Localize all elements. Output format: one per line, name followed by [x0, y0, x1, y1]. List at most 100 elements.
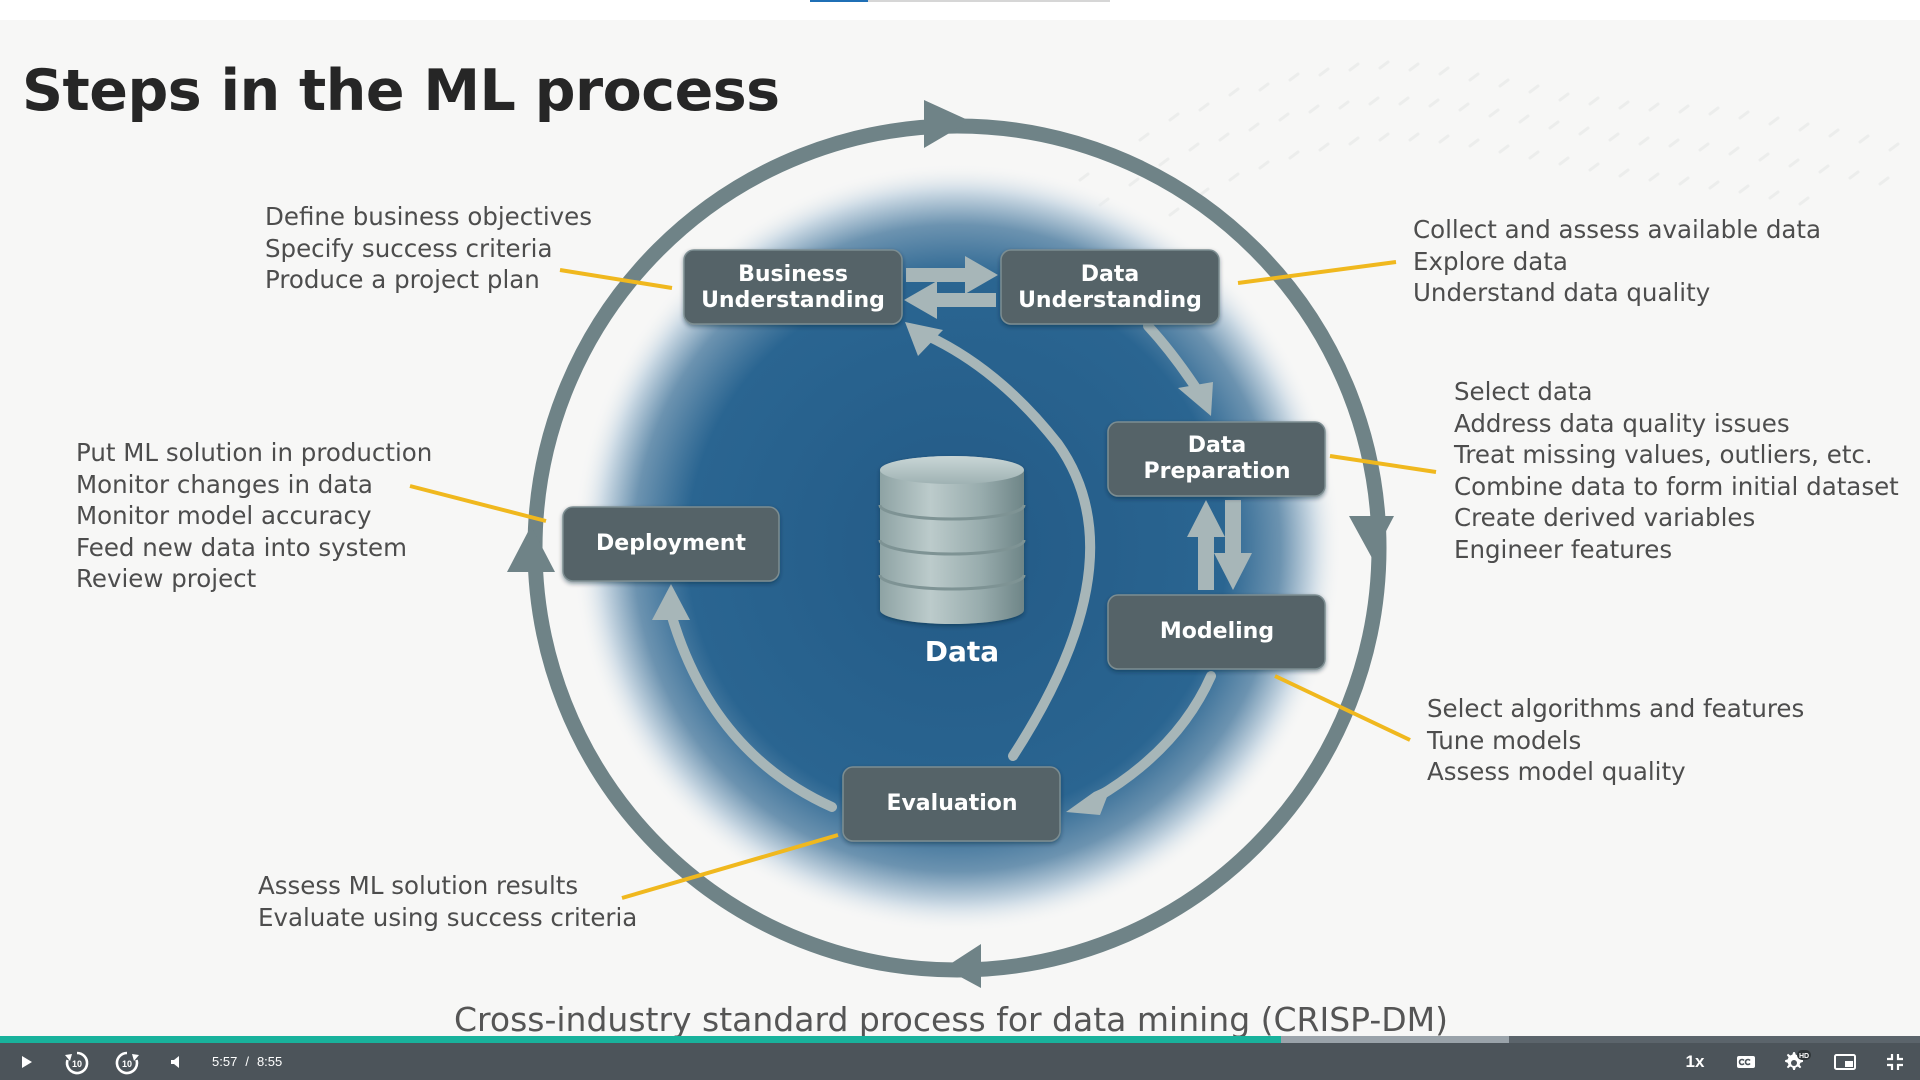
- exit-fullscreen-icon: [1887, 1053, 1903, 1070]
- note-line: Combine data to form initial dataset: [1454, 471, 1899, 501]
- note-line: Put ML solution in production: [76, 438, 433, 467]
- phase-label-line-1: Data: [1188, 433, 1246, 458]
- note-line: Feed new data into system: [76, 532, 407, 562]
- picture-in-picture-icon: [1834, 1053, 1856, 1070]
- phase-label-line-2: Preparation: [1143, 459, 1290, 484]
- captions-icon: [1737, 1055, 1755, 1068]
- phase-label: Modeling: [1160, 619, 1274, 644]
- note-line: Produce a project plan: [265, 265, 540, 294]
- ring-arrowhead-left: [507, 526, 555, 572]
- crisp-dm-diagram: Data Business Understanding Data Underst…: [409, 60, 1900, 988]
- ring-arrowhead-top: [924, 100, 970, 148]
- notes-deployment: Put ML solution in production Monitor ch…: [76, 437, 432, 595]
- phase-evaluation: Evaluation: [842, 766, 1061, 842]
- skip-forward-seconds: 10: [122, 1059, 132, 1069]
- note-line: Understand data quality: [1413, 278, 1711, 307]
- center-data-label: Data: [925, 635, 999, 668]
- notes-modeling: Select algorithms and features Tune mode…: [1427, 693, 1804, 788]
- time-display: 5:57 / 8:55: [212, 1043, 282, 1080]
- flow-arrows: [904, 256, 1252, 590]
- play-button[interactable]: [10, 1043, 42, 1080]
- phase-label-line-1: Data: [1081, 262, 1139, 287]
- hd-badge: HD: [1799, 1053, 1809, 1060]
- note-line: Specify success criteria: [265, 233, 553, 263]
- note-line: Define business objectives: [265, 202, 592, 231]
- note-line: Assess ML solution results: [258, 871, 579, 900]
- playback-speed-button[interactable]: 1x: [1685, 1051, 1705, 1071]
- ring-arrowhead-bottom: [944, 944, 981, 988]
- note-line: Monitor model accuracy: [76, 501, 372, 530]
- current-time: 5:57: [212, 1054, 238, 1069]
- phase-data-preparation: Data Preparation: [1107, 421, 1326, 497]
- phase-label: Deployment: [596, 531, 746, 556]
- player-controls: 10 10 5:57 / 8:55 1x HD: [0, 1043, 1920, 1080]
- exit-fullscreen-button[interactable]: [1878, 1043, 1912, 1080]
- phase-business-understanding: Business Understanding: [683, 249, 903, 325]
- arrowhead-eval-to-bu: [905, 322, 943, 356]
- note-line: Assess model quality: [1427, 757, 1686, 786]
- duration: 8:55: [256, 1054, 283, 1069]
- note-line: Create derived variables: [1454, 503, 1756, 532]
- skip-back-seconds: 10: [72, 1059, 82, 1069]
- volume-button[interactable]: [162, 1043, 190, 1080]
- phase-label: Evaluation: [886, 791, 1017, 816]
- callout-business: [559, 268, 673, 290]
- forward-10-button[interactable]: 10: [110, 1043, 144, 1080]
- notes-business-understanding: Define business objectives Specify succe…: [265, 201, 592, 296]
- play-icon: [22, 1055, 32, 1068]
- callout-modeling: [1274, 674, 1411, 742]
- slide-title: Steps in the ML process: [22, 58, 780, 124]
- slide: Steps in the ML process: [0, 0, 1920, 1036]
- note-line: Address data quality issues: [1454, 408, 1790, 438]
- notes-evaluation: Assess ML solution results Evaluate usin…: [258, 870, 637, 933]
- arrow-eval-to-deploy: [665, 605, 837, 812]
- time-separator: /: [245, 1054, 249, 1069]
- arrow-bu-to-du: [906, 256, 998, 294]
- note-line: Select algorithms and features: [1427, 694, 1805, 723]
- arrow-du-to-prep: [1143, 321, 1201, 393]
- phase-modeling: Modeling: [1107, 594, 1326, 670]
- phase-data-understanding: Data Understanding: [1000, 249, 1220, 325]
- notes-data-preparation: Select data Address data quality issues …: [1454, 376, 1899, 565]
- phase-label-line-1: Business: [738, 262, 848, 287]
- decorative-texture: [1078, 60, 1900, 217]
- progress-bar[interactable]: [0, 1036, 1920, 1043]
- picture-in-picture-button[interactable]: [1828, 1043, 1862, 1080]
- ring-arrowhead-right: [1349, 516, 1394, 558]
- callout-data-understanding: [1237, 260, 1397, 285]
- note-line: Monitor changes in data: [76, 469, 373, 499]
- top-strip: [0, 0, 1920, 20]
- note-line: Engineer features: [1454, 534, 1673, 564]
- phase-deployment: Deployment: [562, 506, 780, 582]
- rewind-10-icon: 10: [65, 1051, 89, 1074]
- note-line: Review project: [76, 564, 257, 593]
- arrow-modeling-to-eval: [1091, 671, 1216, 803]
- top-tab-indicator: [810, 0, 1110, 2]
- note-line: Tune models: [1427, 725, 1582, 755]
- note-line: Select data: [1454, 377, 1593, 406]
- note-line: Evaluate using success criteria: [258, 902, 638, 932]
- callout-deployment: [409, 484, 547, 523]
- arrowhead-du-to-prep: [1178, 382, 1213, 416]
- callout-data-preparation: [1329, 454, 1437, 474]
- callout-evaluation: [621, 833, 839, 900]
- callout-lines: [409, 260, 1437, 900]
- arrow-du-to-bu: [904, 281, 996, 319]
- rewind-10-button[interactable]: 10: [60, 1043, 94, 1080]
- forward-10-icon: 10: [115, 1051, 139, 1074]
- database-icon: [878, 456, 1026, 624]
- settings-button[interactable]: HD: [1776, 1043, 1816, 1080]
- arrowhead-eval-to-deploy: [652, 584, 690, 620]
- phase-label-line-2: Understanding: [701, 288, 885, 313]
- arrow-eval-to-bu: [923, 331, 1096, 761]
- arrow-prep-to-modeling: [1214, 500, 1252, 590]
- note-line: Treat missing values, outliers, etc.: [1454, 440, 1873, 469]
- note-line: Explore data: [1413, 246, 1568, 276]
- notes-data-understanding: Collect and assess available data Explor…: [1413, 214, 1821, 309]
- settings-icon: HD: [1785, 1049, 1811, 1070]
- arrowhead-modeling-to-eval: [1066, 784, 1112, 815]
- arrow-modeling-to-prep: [1187, 500, 1225, 590]
- captions-button[interactable]: [1729, 1043, 1763, 1080]
- slide-caption: Cross-industry standard process for data…: [454, 1000, 1448, 1036]
- note-line: Collect and assess available data: [1413, 215, 1822, 244]
